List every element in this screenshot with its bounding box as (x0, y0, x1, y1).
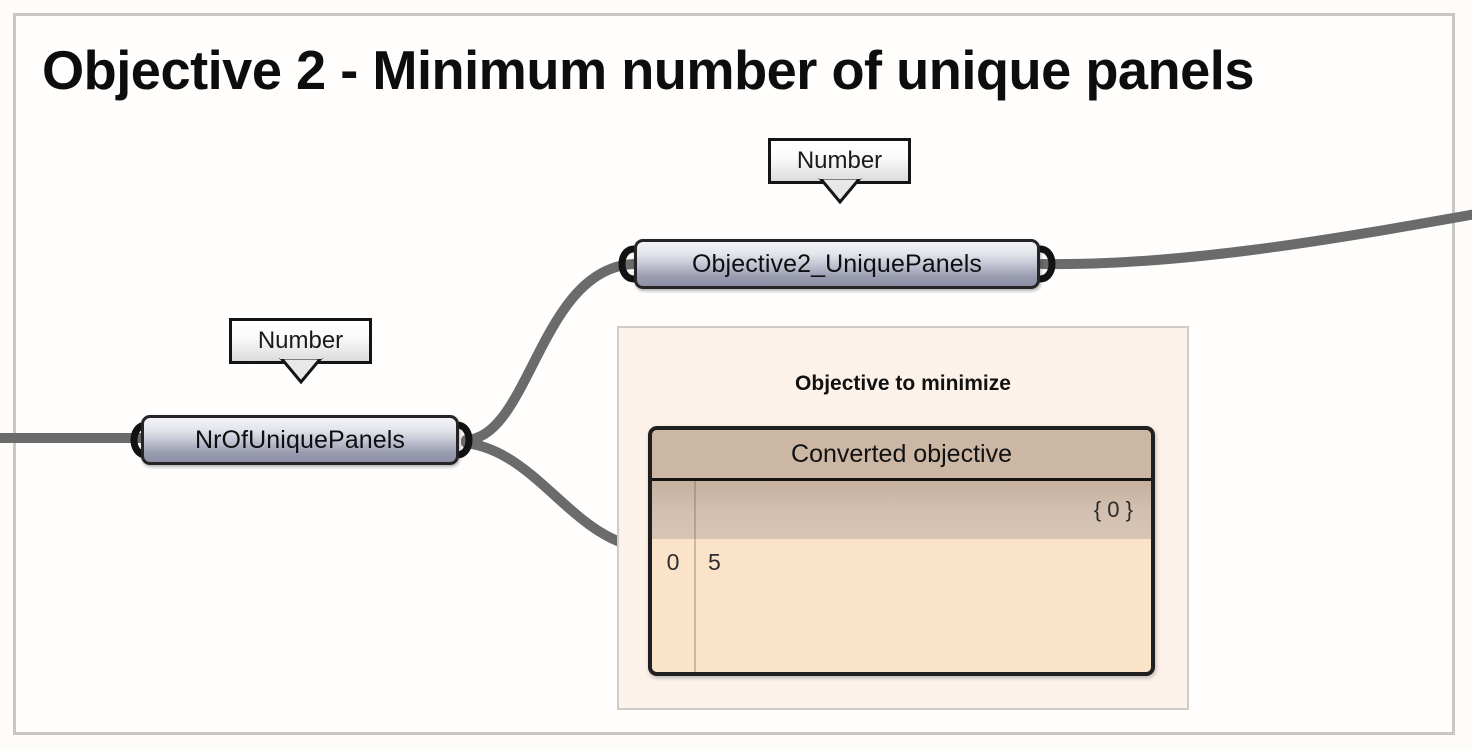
node-label: NrOfUniquePanels (194, 425, 406, 454)
tooltip-label: Number (257, 327, 344, 354)
panel-body: 0 5 (652, 539, 1151, 672)
tooltip-label: Number (796, 147, 883, 174)
tooltip-tail-icon (278, 358, 323, 384)
node-objective2-uniquepanels[interactable]: Objective2_UniquePanels (634, 239, 1040, 289)
panel-column-divider (694, 539, 696, 672)
node-label: Objective2_UniquePanels (692, 249, 982, 278)
panel-column-divider (694, 481, 696, 539)
tooltip-number-objective2: Number (768, 138, 911, 204)
group-title: Objective to minimize (795, 372, 1011, 395)
tooltip-tail-icon (817, 178, 862, 204)
node-nrofuniquepanels[interactable]: NrOfUniquePanels (141, 415, 459, 465)
converted-objective-panel[interactable]: Converted objective { 0 } 0 5 (648, 426, 1155, 676)
panel-row-index: 0 (666, 548, 680, 575)
panel-branch-path: { 0 } (1093, 497, 1133, 522)
page-title: Objective 2 - Minimum number of unique p… (42, 39, 1254, 101)
panel-branch-row: { 0 } (652, 481, 1151, 539)
panel-row-value: 5 (708, 548, 721, 575)
panel-title: Converted objective (652, 430, 1151, 481)
table-row: 0 5 (652, 545, 1151, 579)
tooltip-number-nrofuniquepanels: Number (229, 318, 372, 384)
